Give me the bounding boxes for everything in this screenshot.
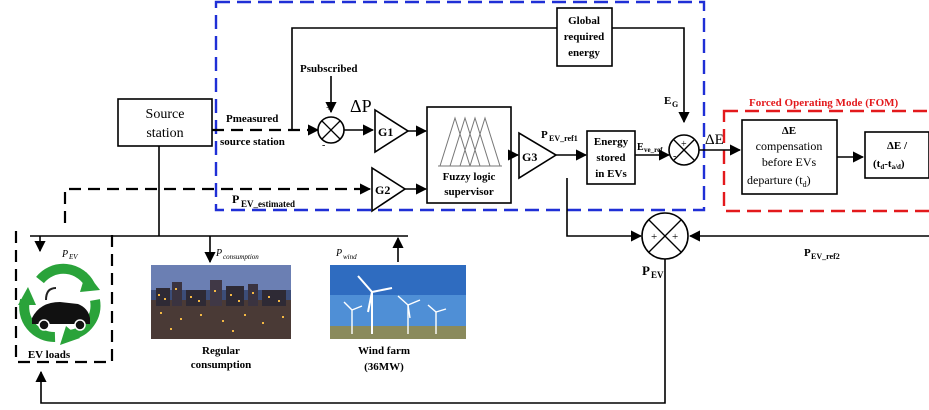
energy-stored-label-1: Energy	[594, 136, 629, 148]
pev-ref1-to-sum	[566, 178, 643, 242]
div-label-1: ΔE /	[887, 140, 908, 152]
global-energy-box	[556, 7, 613, 67]
fom-title: Forced Operating Mode (FOM)	[749, 97, 899, 109]
pev-return-line	[35, 259, 666, 404]
g3-label: G3	[522, 150, 537, 164]
source-station-box	[117, 98, 213, 147]
sum-pev-plus-1: +	[651, 231, 657, 243]
sum-de-plus: +	[681, 139, 687, 150]
pev-load-sub: EV	[68, 253, 78, 261]
pmeasured-label: Pmeasured	[226, 113, 278, 125]
supervisor-region	[214, 0, 706, 212]
sum-de-minus: -	[673, 151, 676, 162]
compensation-box	[741, 119, 838, 195]
ev-recycle-icon	[18, 263, 101, 345]
pev-ref2-sub: EV_ref2	[811, 252, 840, 261]
g2-label: G2	[375, 183, 390, 197]
energy-stored-label-3: in EVs	[595, 168, 627, 180]
pconsumption-sub: consumption	[223, 253, 259, 261]
source-station-label-2: station	[146, 126, 183, 141]
gain-g3	[518, 131, 558, 180]
wind-label-2: (36MW)	[364, 361, 404, 373]
gain-g1	[374, 108, 410, 154]
regular-label-1: Regular	[202, 345, 240, 357]
pev-sum-sub: EV	[651, 270, 664, 280]
pwind-sub: wind	[343, 253, 357, 261]
psubscribed-label: Psubscribed	[300, 63, 357, 75]
energy-stored-box	[586, 130, 636, 185]
delta-p-label: ΔP	[350, 96, 372, 116]
city-image	[151, 265, 291, 339]
pev-ref2-label: P	[804, 247, 811, 259]
global-energy-label-1: Global	[568, 15, 600, 27]
energy-stored-label-2: stored	[596, 152, 625, 164]
ev-loads-label: EV loads	[28, 349, 71, 361]
g1-label: G1	[378, 125, 393, 139]
pev-ref1-sub: EV_ref1	[549, 134, 578, 143]
delta-e-label: ΔE	[705, 132, 724, 148]
eve-ref-label: E	[637, 142, 644, 153]
sum-dp-plus: +	[326, 103, 332, 114]
ev-loads-box	[14, 231, 114, 364]
pev-ref1-label: P	[541, 129, 548, 141]
fuzzy-membership-icon	[438, 116, 502, 167]
wind-farm-image	[330, 265, 466, 339]
gain-g2	[371, 166, 407, 213]
global-to-sum-line	[612, 27, 690, 124]
div-label-2: (td-ta/d)	[873, 158, 905, 171]
sum-dp-minus: -	[322, 140, 325, 151]
pmeasured-sub-label: source station	[220, 136, 285, 148]
comp-label-4: departure (td)	[747, 173, 811, 189]
regular-label-2: consumption	[191, 359, 252, 371]
source-station-label-1: Source	[146, 107, 185, 122]
pev-est-label: P	[232, 192, 239, 206]
pev-load-label: P	[61, 249, 68, 260]
pev-estimated-line	[63, 187, 360, 223]
wind-label-1: Wind farm	[358, 345, 410, 357]
eg-sub: G	[672, 100, 678, 109]
global-energy-label-3: energy	[568, 47, 600, 59]
global-energy-label-2: required	[564, 31, 605, 43]
comp-label-1: ΔE	[782, 125, 796, 137]
fom-region	[722, 109, 929, 213]
pev-est-sub: EV_estimated	[241, 199, 295, 209]
sum-pev-plus-2: +	[672, 231, 678, 243]
pwind-label: P	[335, 248, 342, 259]
fuzzy-label-2: supervisor	[444, 186, 494, 198]
division-box	[864, 131, 929, 179]
feedback-line-top	[291, 27, 557, 130]
comp-label-2: compensation	[756, 139, 823, 153]
comp-label-3: before EVs	[762, 155, 817, 169]
eve-ref-sub: ve_ref	[644, 146, 663, 154]
pev-sum-label: P	[642, 263, 650, 278]
eg-label: E	[664, 95, 671, 107]
fuzzy-label-1: Fuzzy logic	[443, 171, 496, 183]
pconsumption-label: P	[215, 248, 222, 259]
